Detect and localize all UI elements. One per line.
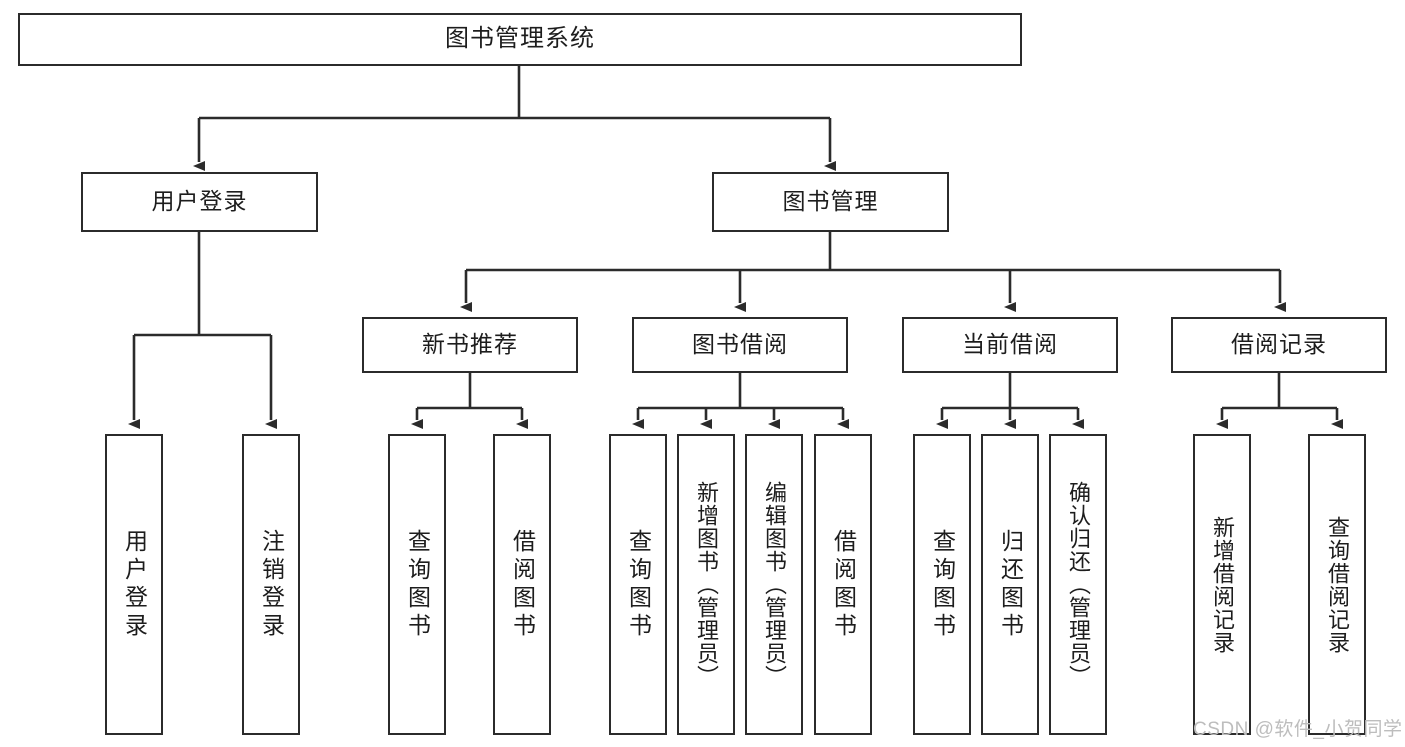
node-root-system[interactable]: 图书管理系统 xyxy=(18,13,1022,66)
leaf-query-book-borrowing[interactable]: 查询图书 xyxy=(609,434,667,735)
node-label: 查询图书 xyxy=(929,528,956,641)
node-label: 图书管理系统 xyxy=(445,25,595,53)
node-book-management[interactable]: 图书管理 xyxy=(712,172,949,232)
node-label: 新书推荐 xyxy=(422,331,518,358)
leaf-user-login[interactable]: 用户登录 xyxy=(105,434,163,735)
csdn-watermark: CSDN @软件_小贺同学 xyxy=(1193,719,1403,740)
node-label: 用户登录 xyxy=(121,528,148,641)
node-label: 注销登录 xyxy=(258,528,285,641)
node-label: 借阅图书 xyxy=(509,528,536,641)
node-label: 新增图书（管理员） xyxy=(694,481,719,688)
leaf-return-book[interactable]: 归还图书 xyxy=(981,434,1039,735)
leaf-query-borrow-record[interactable]: 查询借阅记录 xyxy=(1308,434,1366,735)
node-label: 归还图书 xyxy=(997,528,1024,641)
node-label: 查询图书 xyxy=(625,528,652,641)
node-user-login[interactable]: 用户登录 xyxy=(81,172,318,232)
node-new-book-recommendation[interactable]: 新书推荐 xyxy=(362,317,578,373)
leaf-add-book-admin[interactable]: 新增图书（管理员） xyxy=(677,434,735,735)
node-label: 借阅图书 xyxy=(830,528,857,641)
node-label: 图书借阅 xyxy=(692,331,788,358)
node-label: 借阅记录 xyxy=(1231,331,1327,358)
leaf-logout[interactable]: 注销登录 xyxy=(242,434,300,735)
leaf-query-book-newbook[interactable]: 查询图书 xyxy=(388,434,446,735)
leaf-edit-book-admin[interactable]: 编辑图书（管理员） xyxy=(745,434,803,735)
leaf-confirm-return-admin[interactable]: 确认归还（管理员） xyxy=(1049,434,1107,735)
node-label: 确认归还（管理员） xyxy=(1066,481,1091,688)
leaf-borrow-book-borrowing[interactable]: 借阅图书 xyxy=(814,434,872,735)
node-label: 编辑图书（管理员） xyxy=(762,481,787,688)
node-label: 用户登录 xyxy=(151,188,248,215)
node-label: 查询借阅记录 xyxy=(1325,515,1350,654)
node-book-borrowing[interactable]: 图书借阅 xyxy=(632,317,848,373)
node-label: 图书管理 xyxy=(782,188,879,215)
node-label: 查询图书 xyxy=(404,528,431,641)
leaf-add-borrow-record[interactable]: 新增借阅记录 xyxy=(1193,434,1251,735)
leaf-borrow-book-newbook[interactable]: 借阅图书 xyxy=(493,434,551,735)
node-borrow-records[interactable]: 借阅记录 xyxy=(1171,317,1387,373)
node-label: 新增借阅记录 xyxy=(1210,515,1235,654)
node-label: 当前借阅 xyxy=(962,331,1058,358)
node-current-borrowing[interactable]: 当前借阅 xyxy=(902,317,1118,373)
leaf-query-book-current[interactable]: 查询图书 xyxy=(913,434,971,735)
